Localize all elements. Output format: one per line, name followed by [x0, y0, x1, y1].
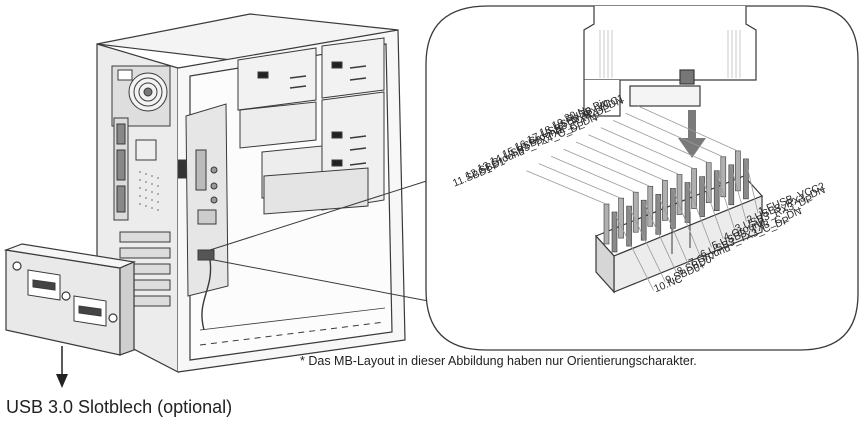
layout-footnote: * Das MB-Layout in dieser Abbildung habe…	[300, 354, 697, 368]
header-pin	[655, 194, 662, 235]
header-pin	[632, 191, 639, 233]
pin-leader-line	[657, 194, 689, 265]
header-pin	[626, 205, 632, 247]
header-pin	[720, 156, 727, 198]
header-pin	[684, 182, 691, 223]
usb3-slot-bracket	[3, 243, 137, 356]
header-pin	[743, 158, 749, 200]
zoom-lines	[209, 177, 445, 305]
pin-leader-line	[575, 141, 665, 181]
psu-fan	[111, 65, 171, 127]
pin-leader-line	[613, 211, 654, 291]
bracket-caption: USB 3.0 Slotblech (optional)	[6, 397, 233, 417]
pin-leader-line	[730, 164, 747, 222]
pin-leader-line	[745, 158, 759, 214]
pin-leader-line	[701, 176, 724, 239]
zoom-bubble	[425, 5, 859, 351]
pin-leader-line	[600, 127, 694, 169]
insert-arrow-icon	[678, 110, 706, 158]
header-pin	[640, 199, 647, 241]
pin-leader-line	[637, 105, 738, 152]
header-pin	[713, 170, 720, 211]
cable-plug	[583, 6, 757, 117]
caption-arrow-icon	[56, 346, 68, 388]
drive-bays	[237, 37, 385, 215]
header-pin	[662, 180, 668, 221]
pin-leader-line	[686, 182, 712, 248]
pin-leader-line	[625, 112, 723, 158]
pin-leader-line	[526, 170, 607, 205]
pin-leader-line	[628, 205, 666, 282]
pin-leader-line	[551, 156, 636, 193]
pin-leader-lines	[526, 105, 759, 291]
pin-leader-line	[642, 200, 678, 274]
header-pin	[691, 168, 697, 209]
usb-port-2	[73, 295, 107, 327]
header-pin	[647, 186, 654, 227]
back-io-panel	[113, 117, 171, 307]
header-pin	[705, 162, 712, 203]
pin-leader-line	[588, 134, 680, 175]
header-pin	[699, 176, 705, 217]
pin-leader-line	[613, 120, 709, 164]
header-pin	[611, 211, 618, 253]
pin-leader-line	[715, 170, 736, 231]
pin-leader-line	[538, 163, 621, 199]
header-pin	[676, 174, 683, 215]
pin-leader-line	[563, 148, 650, 187]
usb-port-1	[27, 269, 61, 301]
header-pin	[728, 164, 735, 206]
pin-leader-line	[672, 188, 701, 257]
header-pin	[618, 197, 624, 239]
header-pin	[603, 203, 610, 245]
vent-holes	[139, 171, 159, 211]
